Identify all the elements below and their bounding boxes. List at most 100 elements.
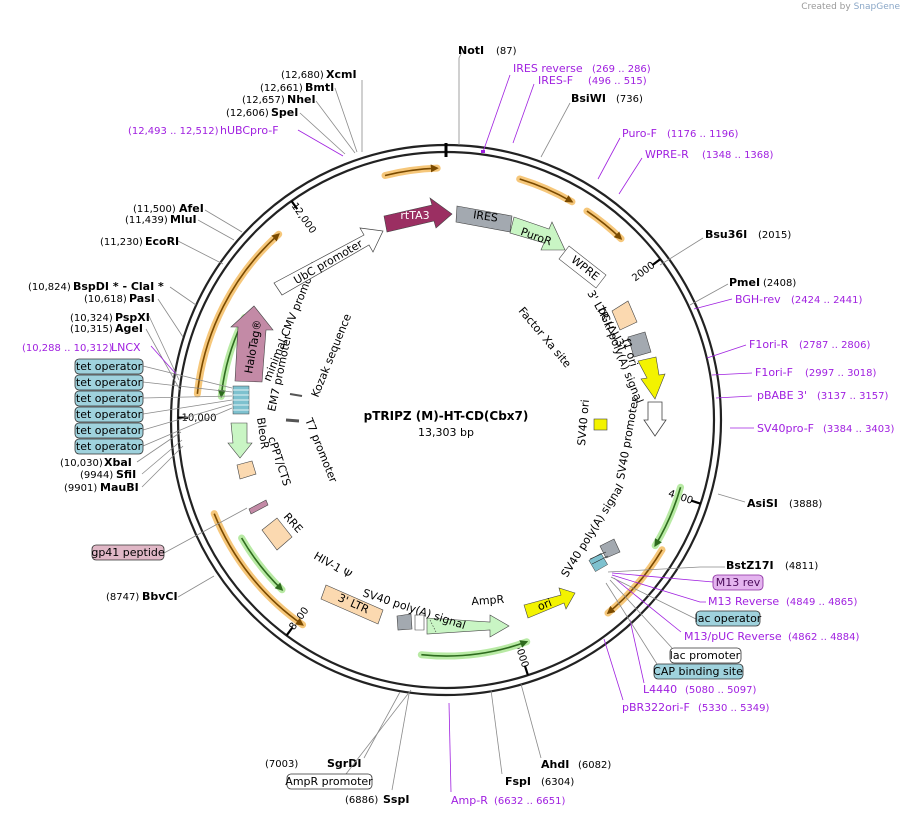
site-xbai[interactable]: XbaI (10,030): [60, 431, 182, 469]
site-sfii[interactable]: SfiI (9944): [80, 439, 183, 481]
svg-text:AgeI: AgeI: [115, 322, 143, 335]
primer-amp-r[interactable]: Amp-R (6632 .. 6651): [448, 702, 566, 807]
svg-text:Bsu36I: Bsu36I: [705, 228, 747, 241]
sv40-polya-feature-2: [396, 613, 413, 631]
tet-operator-box[interactable]: [74, 422, 144, 439]
site-bsu36i[interactable]: Bsu36I (2015): [659, 228, 791, 266]
svg-text:BspDI * - ClaI *: BspDI * - ClaI *: [73, 280, 164, 293]
site-pmei[interactable]: PmeI (2408): [689, 276, 796, 306]
svg-text:(10,315): (10,315): [70, 324, 113, 335]
svg-text:(6082): (6082): [578, 760, 611, 771]
primer-ires-reverse[interactable]: IRES reverse (269 .. 286): [481, 62, 651, 153]
sv40-ori-feature: [593, 418, 608, 431]
primer-l4440[interactable]: L4440 (5080 .. 5097): [629, 619, 757, 696]
site-sgrdi[interactable]: SgrDI (7003): [265, 691, 401, 770]
sv40-ori-label: SV40 ori: [575, 399, 592, 446]
site-bspdi-clai[interactable]: BspDI * - ClaI * (10,824): [28, 280, 197, 306]
svg-text:(1176 .. 1196): (1176 .. 1196): [667, 129, 739, 140]
svg-text:(11,500): (11,500): [133, 204, 176, 215]
svg-text:(4811): (4811): [785, 561, 818, 572]
primer-hubcpro-f[interactable]: hUBCpro-F (12,493 .. 12,512): [128, 124, 344, 157]
svg-text:SspI: SspI: [383, 793, 409, 806]
cap-binding-site-box[interactable]: [653, 663, 744, 680]
ampr-promoter-box-label[interactable]: [286, 773, 373, 790]
tet-operator-box[interactable]: [74, 374, 144, 391]
m13-rev-label: M13 rev: [716, 576, 761, 589]
cap-binding-site-label: CAP binding site: [653, 665, 743, 678]
svg-text:SpeI: SpeI: [271, 106, 298, 119]
site-nhei[interactable]: NheI (12,657): [242, 93, 356, 154]
site-ahdi[interactable]: AhdI (6082): [520, 683, 611, 771]
primer-pbr322ori-f[interactable]: pBR322ori-F (5330 .. 5349): [603, 638, 770, 714]
primer-ires-f[interactable]: IRES-F (496 .. 515): [512, 74, 647, 144]
svg-text:(87): (87): [496, 46, 517, 57]
primer-lncx[interactable]: LNCX (10,288 .. 10,312): [22, 341, 177, 375]
kozak-label: Kozak sequence: [309, 312, 354, 399]
site-spei[interactable]: SpeI (12,606): [226, 106, 346, 155]
primer-pbabe-3[interactable]: pBABE 3' (3137 .. 3157): [715, 389, 889, 402]
svg-text:SfiI: SfiI: [116, 468, 136, 481]
primer-sv40pro-f[interactable]: SV40pro-F (3384 .. 3403): [730, 422, 895, 435]
svg-text:(2015): (2015): [758, 230, 791, 241]
site-bstz17i[interactable]: BstZ17I (4811): [607, 559, 818, 573]
t7-promoter-feature: [285, 418, 300, 423]
gp41-peptide-box[interactable]: [91, 544, 165, 561]
site-pasi[interactable]: PasI (10,618): [84, 292, 184, 338]
lac-operator-box[interactable]: [695, 610, 761, 627]
svg-text:(12,661): (12,661): [260, 83, 303, 94]
primer-bgh-rev[interactable]: BGH-rev (2424 .. 2441): [693, 293, 863, 310]
ubc-promoter-label: UbC promoter: [292, 237, 366, 287]
ires-label: IRES: [472, 208, 498, 224]
site-pspxi[interactable]: PspXI (10,324): [70, 311, 180, 381]
svg-text:MluI: MluI: [170, 213, 197, 226]
svg-text:(2424 .. 2441): (2424 .. 2441): [791, 295, 863, 306]
primer-m13-reverse[interactable]: M13 Reverse (4849 .. 4865): [611, 574, 858, 608]
tet-operator-box[interactable]: [74, 390, 144, 407]
m13-rev-box[interactable]: [712, 574, 764, 591]
tet-operator-box[interactable]: [74, 438, 144, 455]
scale-tick-label: 12,000: [289, 201, 318, 236]
cppt-cts-feature: [236, 460, 257, 480]
lac-promoter-label: lac promoter: [670, 649, 741, 662]
primer-m13-puc-reverse[interactable]: M13/pUC Reverse (4862 .. 4884): [613, 577, 860, 643]
svg-text:PmeI: PmeI: [729, 276, 760, 289]
orf-arc: [213, 513, 304, 626]
site-mlui[interactable]: MluI (11,439): [125, 213, 235, 241]
primer-puro-f[interactable]: Puro-F (1176 .. 1196): [597, 127, 739, 180]
site-xcmi[interactable]: XcmI (12,680): [281, 68, 363, 152]
tet-operator-leader: [142, 395, 233, 399]
svg-text:AfeI: AfeI: [179, 202, 204, 215]
svg-text:NheI: NheI: [287, 93, 316, 106]
primer-f1ori-f[interactable]: F1ori-F (2997 .. 3018): [711, 366, 877, 379]
scale-tick-label: 2000: [630, 260, 657, 284]
orf-arc: [196, 233, 280, 394]
svg-text:(2408): (2408): [763, 278, 796, 289]
scale-tick: [285, 626, 294, 637]
site-asisi[interactable]: AsiSI (3888): [717, 493, 822, 510]
site-noti[interactable]: NotI (87): [458, 44, 517, 145]
site-afei[interactable]: AfeI (11,500): [133, 202, 243, 233]
svg-text:(8747): (8747): [106, 592, 139, 603]
site-ecori[interactable]: EcoRI (11,230): [100, 235, 224, 265]
site-fspi[interactable]: FspI (6304): [490, 689, 574, 788]
wpre-feature: [558, 245, 607, 289]
svg-text:AsiSI: AsiSI: [747, 497, 778, 510]
site-bbvci[interactable]: BbvCI (8747): [106, 575, 215, 603]
t7-promoter-label: T7 promoter: [302, 415, 340, 485]
site-bmti[interactable]: BmtI (12,661): [260, 81, 358, 153]
lac-promoter-box[interactable]: [669, 647, 742, 664]
tet-operator-label: tet operator: [76, 360, 143, 373]
site-sspi[interactable]: SspI (6886): [345, 693, 409, 806]
orf-arc: [421, 640, 529, 657]
site-bsiwi[interactable]: BsiWI (736): [540, 92, 643, 158]
svg-text:(5080 .. 5097): (5080 .. 5097): [685, 685, 757, 696]
factor-xa-label: Factor Xa site: [516, 305, 574, 371]
site-maubi[interactable]: MauBI (9901): [64, 445, 184, 494]
primer-f1ori-r[interactable]: F1ori-R (2787 .. 2806): [706, 338, 871, 359]
svg-text:FspI: FspI: [505, 775, 531, 788]
primer-wpre-r[interactable]: WPRE-R (1348 .. 1368): [618, 148, 774, 195]
svg-text:Amp-R: Amp-R: [451, 794, 488, 807]
svg-text:BmtI: BmtI: [305, 81, 334, 94]
tet-operator-box[interactable]: [74, 358, 144, 375]
tet-operator-box[interactable]: [74, 406, 144, 423]
